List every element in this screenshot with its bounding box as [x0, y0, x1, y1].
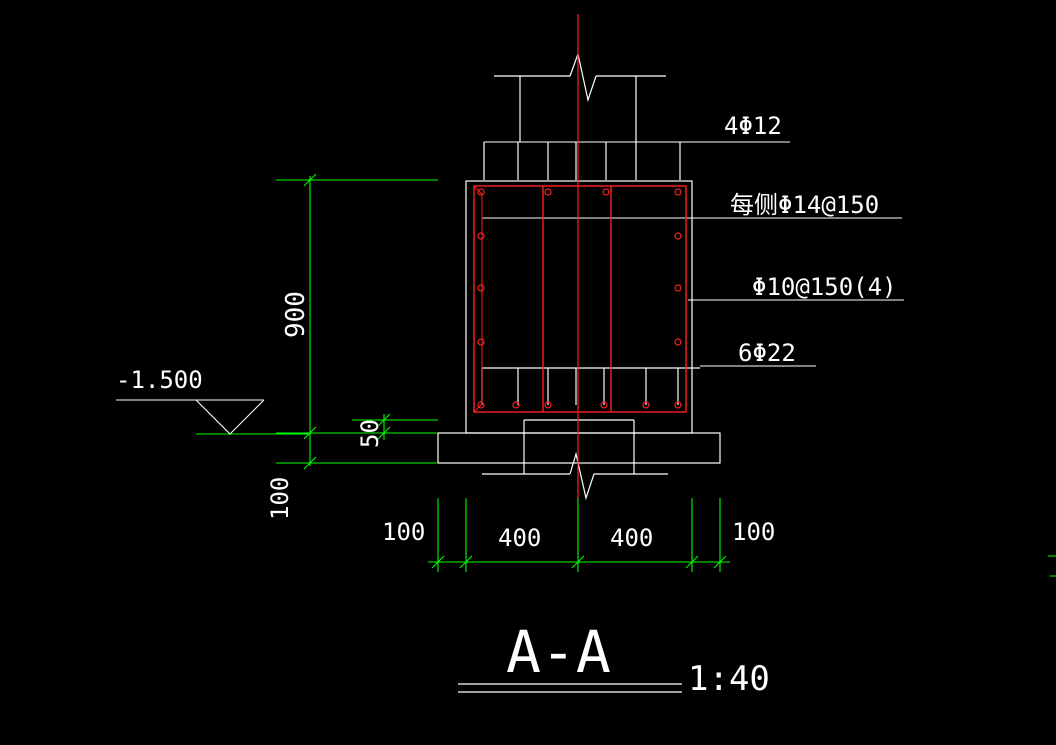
dim-cushion: 100	[266, 477, 294, 520]
drawing-scale: 1:40	[688, 659, 770, 699]
label-top-bars: 4Φ12	[724, 112, 782, 140]
dimension-lines	[196, 173, 730, 572]
elevation-level: -1.500	[116, 366, 203, 394]
rebar-cage	[473, 14, 687, 500]
dim-cover: 50	[356, 419, 384, 448]
label-stirrups: Φ10@150(4)	[752, 273, 897, 301]
dim-left-half: 400	[498, 524, 541, 552]
section-title: A-A	[506, 618, 611, 686]
concrete-outline	[437, 51, 721, 501]
rebar-bars	[477, 188, 682, 409]
dim-left-offset: 100	[382, 518, 425, 546]
dim-right-half: 400	[610, 524, 653, 552]
elevation-symbol	[116, 399, 265, 435]
label-bottom-bars: 6Φ22	[738, 339, 796, 367]
leader-lines	[482, 141, 904, 367]
dim-right-offset: 100	[732, 518, 775, 546]
label-side-bars: 每侧Φ14@150	[730, 191, 879, 219]
dim-beam-height: 900	[281, 291, 311, 338]
